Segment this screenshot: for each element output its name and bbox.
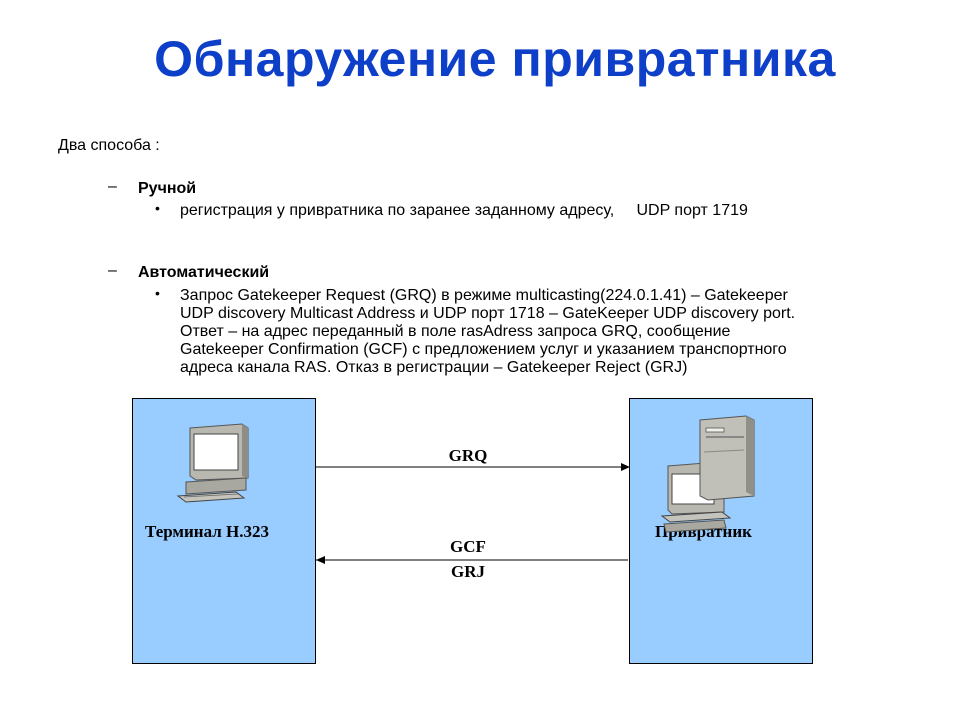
detail-line: Запрос Gatekeeper Request (GRQ) в режиме… [180, 287, 788, 304]
bullet-marker: • [155, 200, 160, 216]
grq-label: GRQ [448, 446, 488, 465]
method-auto-detail: Запрос Gatekeeper Request (GRQ) в режиме… [180, 287, 795, 377]
terminal-box [132, 398, 316, 664]
gcf-label: GCF [450, 537, 486, 556]
server-tower-icon [660, 415, 755, 533]
detail-line: Gatekeeper Confirmation (GCF) с предложе… [180, 341, 787, 358]
bullet-marker: • [155, 285, 160, 301]
grj-label: GRJ [451, 562, 485, 581]
method-manual-detail: регистрация у привратника по заранее зад… [180, 202, 748, 219]
dash-marker: – [108, 178, 117, 195]
terminal-label: Терминал H.323 [145, 522, 270, 541]
method-manual-heading: Ручной [138, 180, 197, 197]
intro-text: Два способа : [58, 137, 160, 154]
method-auto-heading: Автоматический [138, 264, 270, 281]
desktop-computer-icon [176, 423, 249, 503]
detail-line: UDP discovery Multicast Address и UDP по… [180, 305, 796, 322]
slide-title: Обнаружение привратника [154, 31, 836, 87]
detail-line: адреса канала RAS. Отказ в регистрации –… [180, 359, 688, 376]
dash-marker: – [108, 262, 117, 279]
detail-line: Ответ – на адрес переданный в поле rasAd… [180, 323, 731, 340]
